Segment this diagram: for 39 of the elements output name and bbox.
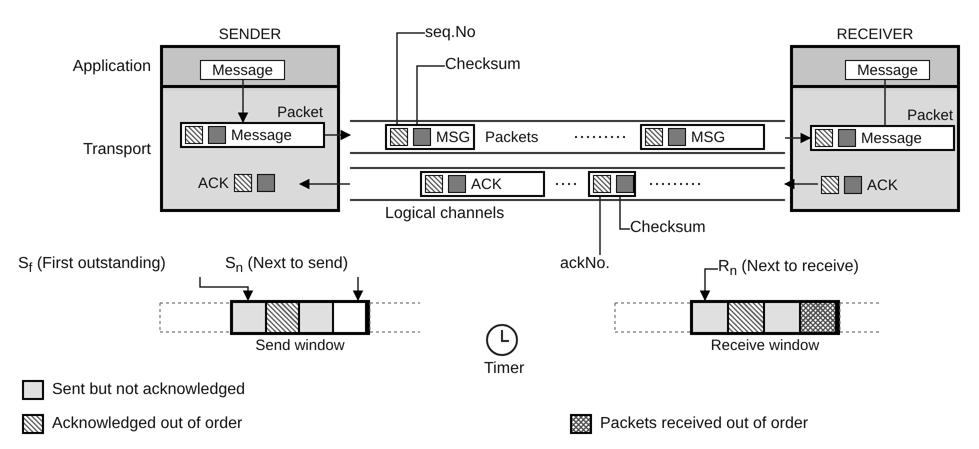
packet-text: MSG	[691, 128, 726, 146]
legend-label: Sent but not acknowledged	[52, 381, 246, 399]
arrow	[238, 80, 248, 124]
ack-packet	[420, 171, 545, 197]
arrow	[785, 132, 812, 144]
message-box	[200, 60, 285, 80]
message-box	[845, 60, 930, 80]
window-label: Send window	[255, 337, 345, 354]
text-label: Timer	[484, 360, 524, 378]
packet-text: ACK	[867, 176, 898, 194]
legend-label: Packets received out of order	[600, 415, 808, 433]
message-label: Message	[212, 62, 273, 78]
packet-label: Packet	[277, 104, 323, 121]
packet-text: MSG	[436, 128, 470, 146]
packet-text: Message	[231, 126, 292, 144]
packet-text: Message	[861, 130, 922, 146]
box-title: RECEIVER	[836, 26, 914, 43]
pointer-arrow	[352, 277, 364, 302]
packet-box	[640, 124, 765, 150]
layer-label: Application	[72, 58, 151, 76]
packet-label: Packet	[907, 107, 953, 124]
ack-packet	[588, 171, 636, 197]
arrow	[325, 130, 352, 140]
message-label: Message	[857, 62, 918, 78]
window-label: Receive window	[710, 337, 820, 354]
legend-label: Acknowledged out of order	[52, 415, 242, 433]
pointer-arrow	[700, 268, 718, 302]
application-layer-band	[793, 48, 957, 88]
packet-box	[385, 124, 475, 150]
arrow	[784, 178, 818, 190]
pointer-arrow	[199, 277, 254, 302]
packet-text: ACK	[198, 174, 229, 192]
box-title: SENDER	[218, 26, 282, 43]
layer-label: Transport	[83, 141, 151, 159]
text-label: Logical channels	[385, 205, 504, 223]
arrow	[298, 178, 350, 190]
transport-layer-band	[793, 91, 957, 209]
packet-text: ACK	[471, 176, 502, 192]
channel-label: Packets	[485, 129, 538, 146]
